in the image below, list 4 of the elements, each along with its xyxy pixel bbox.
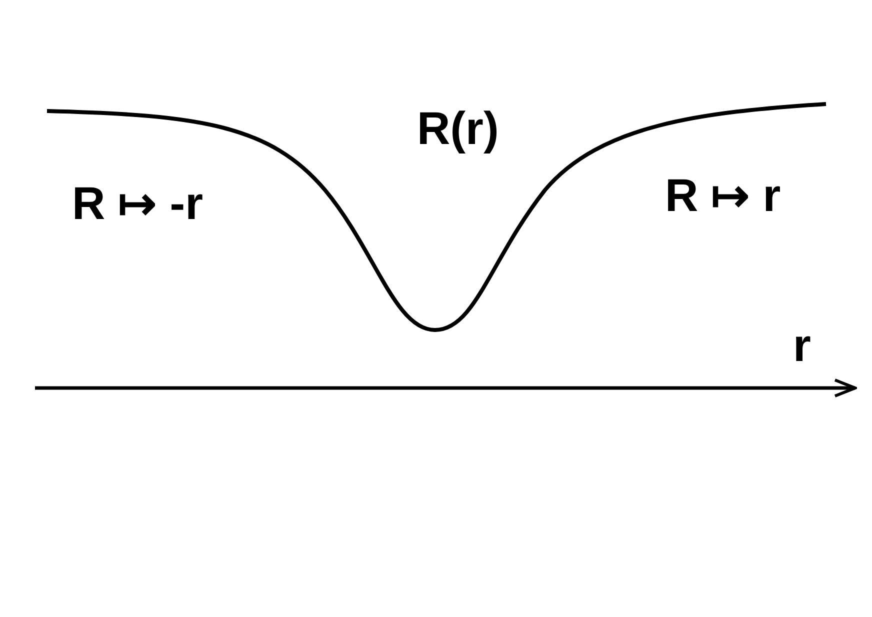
math-label: R ↦ r (665, 172, 781, 218)
math-label: R(r) (417, 105, 499, 151)
math-label: R ↦ -r (72, 180, 203, 226)
axis-label: r (793, 322, 811, 368)
